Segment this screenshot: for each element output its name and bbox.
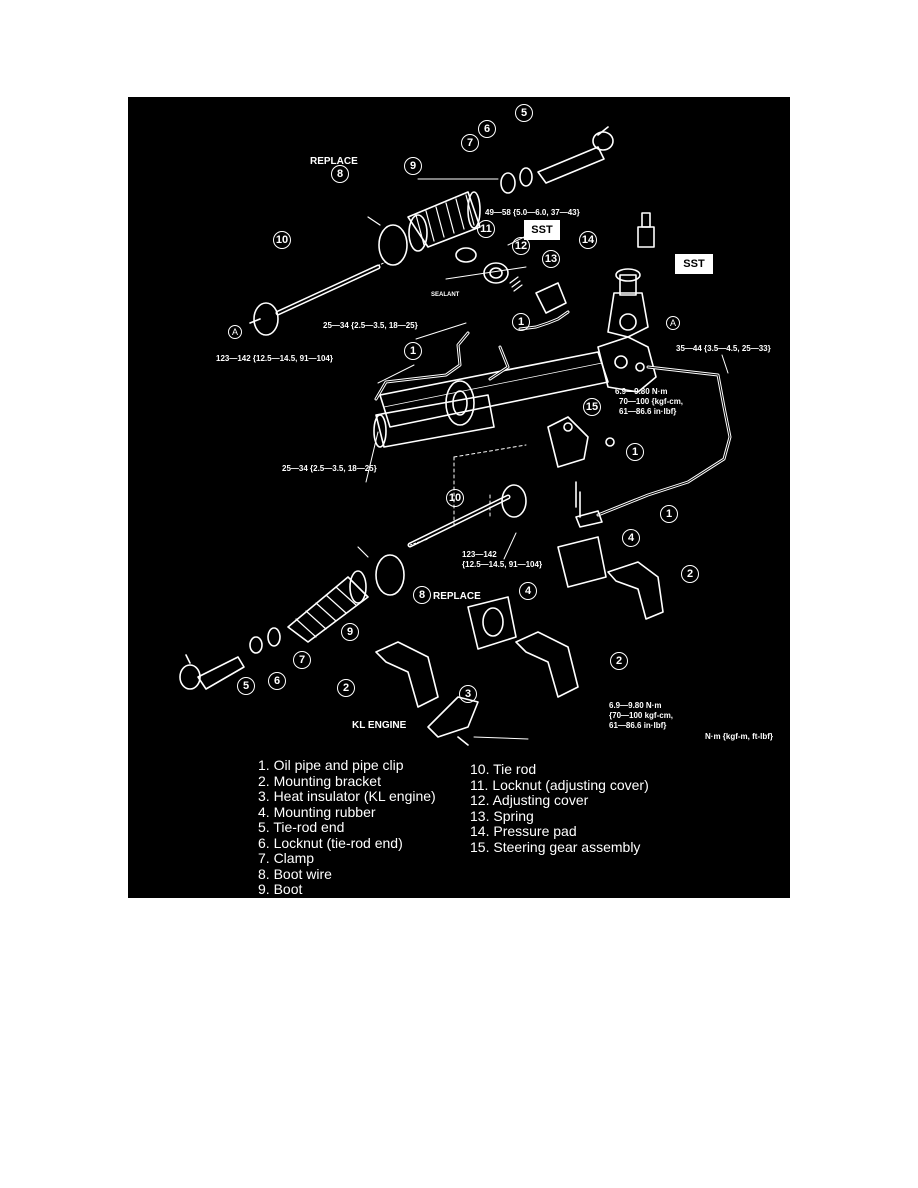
callout-3: 3 xyxy=(459,685,477,703)
callout-2-middle: 2 xyxy=(610,652,628,670)
legend-item-5: 5. Tie-rod end xyxy=(258,819,345,835)
torque-bracket-bolt-line3: 61—86.6 in·lbf} xyxy=(619,407,677,416)
legend-item-13: 13. Spring xyxy=(470,807,534,824)
oil-pipe-right xyxy=(575,365,732,528)
locknut-clamp-upper xyxy=(500,167,533,194)
torque-tie-rod-lower-line1: 123—142 xyxy=(462,550,497,559)
callout-13: 13 xyxy=(542,250,560,268)
clamp-15-parts xyxy=(547,416,615,518)
boot-wire-upper xyxy=(367,216,408,266)
callout-8-lower: 8 xyxy=(413,586,431,604)
tie-rod-end-lower xyxy=(179,654,245,690)
callout-7-upper: 7 xyxy=(461,134,479,152)
callout-1-left: 1 xyxy=(404,342,422,360)
legend-item-2: 2. Mounting bracket xyxy=(258,772,381,789)
housing-left-cylinder xyxy=(373,394,495,448)
legend-item-12: 12. Adjusting cover xyxy=(470,792,589,808)
callout-1-clamp: 1 xyxy=(626,443,644,461)
units-label: N·m {kgf-m, ft-lbf} xyxy=(705,732,773,741)
torque-tie-rod-upper: 123—142 {12.5—14.5, 91—104} xyxy=(216,354,333,363)
legend-item-15: 15. Steering gear assembly xyxy=(470,838,641,855)
mounting-brackets xyxy=(375,561,664,708)
steering-gear-drawing xyxy=(179,126,732,746)
torque-adjusting-cover: 49—58 {5.0—6.0, 37—43} xyxy=(485,208,580,217)
callout-6-upper: 6 xyxy=(478,120,496,138)
legend-right: 10. Tie rod 11. Locknut (adjusting cover… xyxy=(470,761,649,855)
kl-engine-label: KL ENGINE xyxy=(352,720,407,731)
legend-item-7: 7. Clamp xyxy=(258,850,315,866)
legend-item-8: 8. Boot wire xyxy=(258,865,332,882)
replace-label-bottom: REPLACE xyxy=(433,591,481,602)
heat-insulator xyxy=(427,696,479,746)
legend-item-1: 1. Oil pipe and pipe clip xyxy=(258,757,404,773)
legend-item-6: 6. Locknut (tie-rod end) xyxy=(258,834,403,851)
boot-upper xyxy=(407,191,481,252)
torque-pipe-fitting-upper: 25—34 {2.5—3.5, 18—25} xyxy=(323,321,418,330)
tie-rod-upper xyxy=(249,261,387,336)
callout-5-upper: 5 xyxy=(515,104,533,122)
callout-2-left: 2 xyxy=(337,679,355,697)
marker-a-left: A xyxy=(228,325,242,339)
torque-insulator-bolt-line3: 61—86.6 in·lbf} xyxy=(609,721,667,730)
mounting-rubbers xyxy=(467,536,607,650)
oil-pipe-upper xyxy=(374,310,570,401)
callout-12: 12 xyxy=(512,237,530,255)
exploded-view-figure: 5 6 7 8 9 10 11 12 13 14 1 1 15 1 1 10 4… xyxy=(128,97,790,898)
callout-10-lower: 10 xyxy=(446,489,464,507)
tie-rod-lower xyxy=(407,484,527,548)
replace-label-top: REPLACE xyxy=(310,156,358,167)
callout-1-upper: 1 xyxy=(512,313,530,331)
boot-lower xyxy=(287,570,369,643)
callout-14: 14 xyxy=(579,231,597,249)
torque-bracket-bolt-line2: 70—100 {kgf-cm, xyxy=(619,397,684,406)
callout-2-right: 2 xyxy=(681,565,699,583)
torque-pipe-fitting-right: 35—44 {3.5—4.5, 25—33} xyxy=(676,344,771,353)
callout-10-upper: 10 xyxy=(273,231,291,249)
torque-insulator-bolt-line2: {70—100 kgf-cm, xyxy=(609,711,674,720)
pinion-housing xyxy=(597,268,657,393)
legend-item-14: 14. Pressure pad xyxy=(470,823,577,839)
marker-a-right: A xyxy=(666,316,680,330)
sst-label-right: SST xyxy=(675,254,713,274)
callout-9-lower: 9 xyxy=(341,623,359,641)
legend-item-9: 9. Boot xyxy=(258,881,303,897)
rack-housing xyxy=(379,351,609,428)
callout-8-upper: 8 xyxy=(331,165,349,183)
sst-label-top: SST xyxy=(524,220,560,240)
callout-6-lower: 6 xyxy=(268,672,286,690)
torque-tie-rod-lower-line2: {12.5—14.5, 91—104} xyxy=(462,560,543,569)
torque-pipe-fitting-lower: 25—34 {2.5—3.5, 18—25} xyxy=(282,464,377,473)
torque-bracket-bolt-line1: 6.9—9.80 N·m xyxy=(615,387,668,396)
callout-1-right-pipe: 1 xyxy=(660,505,678,523)
callout-9-upper: 9 xyxy=(404,157,422,175)
legend-item-11: 11. Locknut (adjusting cover) xyxy=(470,776,649,793)
boot-wire-lower xyxy=(357,546,405,596)
callout-4-right: 4 xyxy=(622,529,640,547)
callout-7-lower: 7 xyxy=(293,651,311,669)
callout-4-middle: 4 xyxy=(519,582,537,600)
legend-left: 1. Oil pipe and pipe clip 2. Mounting br… xyxy=(258,757,436,898)
locknut-clamp-lower xyxy=(249,627,281,654)
torque-insulator-bolt-line1: 6.9—9.80 N·m xyxy=(609,701,662,710)
callout-15: 15 xyxy=(583,398,601,416)
legend-item-3: 3. Heat insulator (KL engine) xyxy=(258,788,436,804)
legend-item-10: 10. Tie rod xyxy=(470,761,537,777)
callout-11: 11 xyxy=(477,220,495,238)
sealant-label: SEALANT xyxy=(431,292,460,298)
tie-rod-end-upper xyxy=(537,126,614,184)
legend-item-4: 4. Mounting rubber xyxy=(258,803,376,820)
callout-5-lower: 5 xyxy=(237,677,255,695)
